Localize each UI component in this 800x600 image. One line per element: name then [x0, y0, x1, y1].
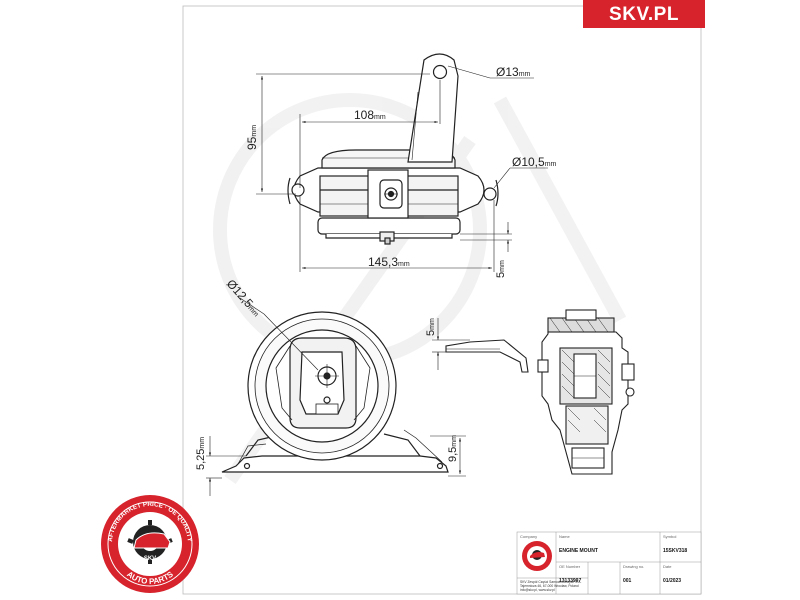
top-view-bracket-arm [407, 53, 459, 163]
top-view [287, 53, 499, 245]
tb-drawing-label: Drawing no. [623, 564, 644, 569]
bracket-eye-hole [432, 64, 448, 80]
top-view-dimensions [256, 65, 548, 272]
dim-9-5: 9,5mm [447, 435, 459, 462]
front-view-dimensions [206, 297, 466, 496]
side-view [445, 309, 635, 475]
dim-d10-5: Ø10,5mm [512, 155, 557, 169]
tb-company-line-1: SKV Zespół Części Samochodowych S.A. [520, 580, 581, 584]
tb-company-line-3: info@skv.pl, www.skv.pl [520, 588, 555, 592]
tb-oe-label: OE Number [559, 564, 581, 569]
front-view [221, 311, 449, 473]
top-view-dim-labels: Ø13mm 108mm 95mm Ø10,5mm 145,3mm 5mm [245, 65, 557, 278]
title-block-text: Company Name Symbol ENGINE MOUNT 15SKV31… [520, 534, 687, 592]
tb-name-label: Name [559, 534, 570, 539]
quality-seal: AFTERMARKET PRICE · OE QUALITY AUTO PART… [101, 495, 199, 593]
dim-108: 108mm [354, 108, 386, 122]
drawing-frame [182, 5, 702, 595]
title-block-logo [522, 541, 552, 571]
tb-company-line-2: Tajemnicza 46, 67-000 Wrocław, Poland [520, 584, 579, 588]
tb-company-label: Company [520, 534, 537, 539]
side-view-dimensions [432, 318, 470, 370]
seal-center-text: SKV [144, 556, 156, 562]
brand-logo: SKV.PL [583, 0, 705, 28]
tb-symbol-value: 15SKV318 [663, 548, 687, 554]
right-bolt-hole [483, 187, 497, 201]
tb-drawing-value: 001 [623, 578, 632, 584]
side-view-bracket [445, 339, 529, 373]
dim-5-25: 5,25mm [195, 437, 207, 470]
dim-d13: Ø13mm [496, 65, 531, 79]
dim-95: 95mm [245, 125, 259, 150]
dim-5-top: 5mm [495, 260, 507, 278]
tb-date-label: Date [663, 564, 672, 569]
tb-oe-value: 13133997 [559, 578, 581, 584]
dim-145-3: 145,3mm [368, 255, 410, 269]
tb-date-value: 01/2023 [663, 578, 681, 584]
tb-name-value: ENGINE MOUNT [559, 548, 598, 554]
tb-symbol-label: Symbol [663, 534, 676, 539]
dim-5-side: 5mm [425, 318, 437, 336]
left-bolt-hole [291, 183, 305, 197]
